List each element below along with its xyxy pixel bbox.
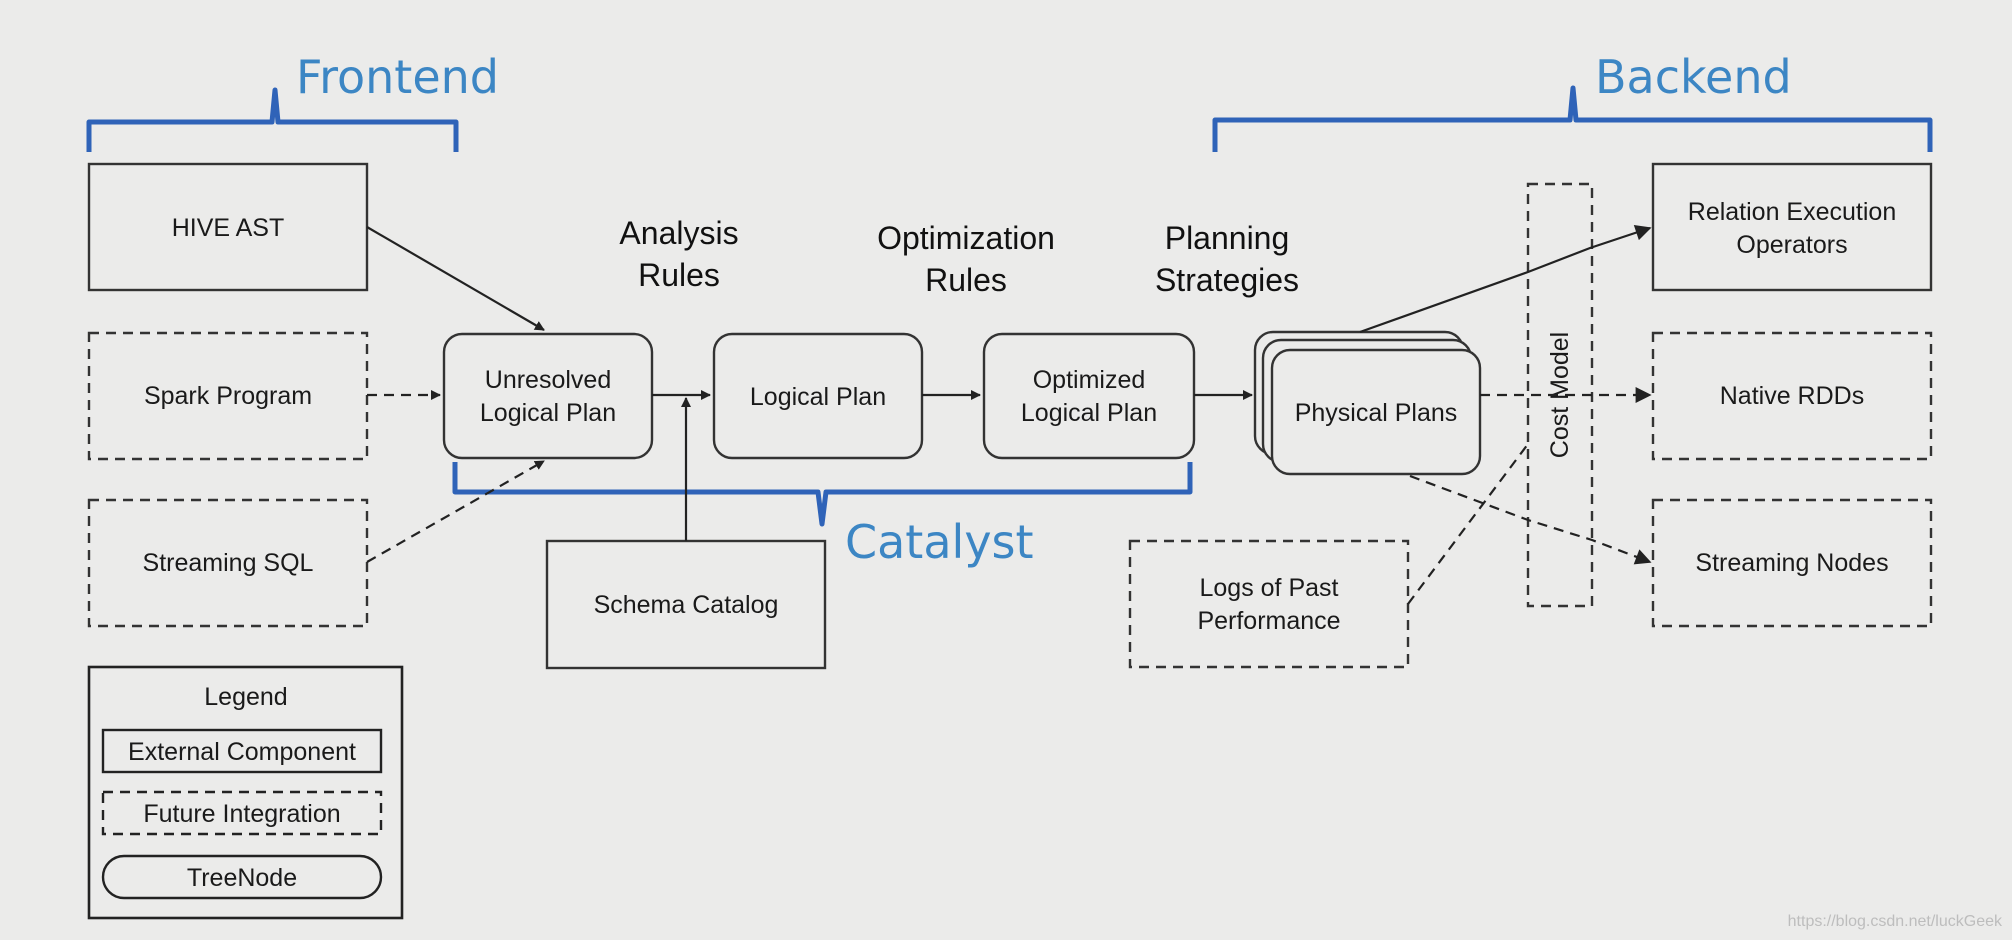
optimized-logical-plan-label-line2: Logical Plan [1021, 399, 1157, 427]
streaming-sql-box: Streaming SQL [87, 498, 369, 628]
planning-strategies-label-line1: Planning [1165, 220, 1290, 256]
logical-plan-node: Logical Plan [712, 332, 924, 460]
legend-external-label: External Component [128, 738, 356, 766]
legend-future-label: Future Integration [143, 800, 340, 828]
backend-label: Backend [1595, 50, 1792, 104]
physical-plans-label: Physical Plans [1295, 399, 1458, 427]
relation-execution-label-line1: Relation Execution [1688, 198, 1896, 226]
native-rdds-box: Native RDDs [1651, 331, 1933, 461]
edge-physical-to-relation [1359, 224, 1652, 334]
relation-execution-operators-box: Relation Execution Operators [1651, 162, 1933, 292]
logs-of-past-performance-box: Logs of Past Performance [1128, 539, 1410, 669]
spark-program-label: Spark Program [144, 382, 312, 410]
hive-ast-box: HIVE AST [87, 162, 369, 292]
unresolved-logical-plan-label-line1: Unresolved [485, 366, 611, 394]
legend-treenode-swatch [101, 854, 383, 900]
edge-physical-to-streaming-nodes [1409, 474, 1652, 565]
legend-external-swatch [101, 728, 383, 774]
legend-future-swatch [101, 790, 383, 836]
watermark-text: https://blog.csdn.net/luckGeek [1788, 913, 2003, 930]
optimized-logical-plan-node: Optimized Logical Plan [982, 332, 1196, 460]
frontend-label: Frontend [296, 50, 499, 104]
planning-strategies-label-line2: Strategies [1155, 262, 1299, 298]
backend-brace [1212, 85, 1933, 152]
relation-execution-label-line2: Operators [1736, 231, 1847, 259]
unresolved-logical-plan-label-line2: Logical Plan [480, 399, 616, 427]
analysis-rules-label-line1: Analysis [619, 215, 738, 251]
logs-label-line1: Logs of Past [1200, 574, 1339, 602]
hive-ast-label: HIVE AST [172, 214, 285, 242]
optimization-rules-label-line2: Rules [925, 262, 1007, 298]
native-rdds-label: Native RDDs [1720, 382, 1864, 410]
catalyst-label: Catalyst [845, 515, 1034, 569]
spark-program-box: Spark Program [87, 331, 369, 461]
optimization-rules-label-line1: Optimization [877, 220, 1055, 256]
schema-catalog-box: Schema Catalog [545, 539, 827, 670]
physical-plans-node: Physical Plans [1253, 330, 1482, 476]
legend-treenode-label: TreeNode [187, 864, 297, 892]
schema-catalog-label: Schema Catalog [594, 591, 779, 619]
catalyst-brace [452, 462, 1193, 527]
analysis-rules-label-line2: Rules [638, 257, 720, 293]
legend-title: Legend [204, 683, 287, 711]
streaming-sql-label: Streaming SQL [143, 549, 314, 577]
optimized-logical-plan-label-line1: Optimized [1033, 366, 1146, 394]
unresolved-logical-plan-node: Unresolved Logical Plan [442, 332, 654, 460]
streaming-nodes-label: Streaming Nodes [1695, 549, 1888, 577]
edge-hive-to-unresolved [366, 226, 545, 331]
logs-label-line2: Performance [1197, 607, 1340, 635]
logical-plan-label: Logical Plan [750, 383, 886, 411]
frontend-brace [86, 87, 459, 152]
streaming-nodes-box: Streaming Nodes [1651, 498, 1933, 628]
legend: Legend External Component Future Integra… [87, 665, 404, 920]
